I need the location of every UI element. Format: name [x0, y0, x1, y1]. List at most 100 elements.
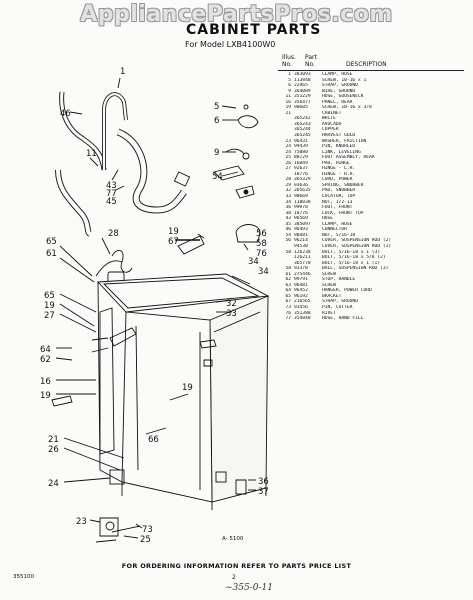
callout-19-center: 19: [182, 383, 193, 393]
callout-33: 33: [226, 309, 237, 319]
part-no: 90481: [294, 232, 308, 238]
part-description: CABINET: [322, 110, 342, 116]
callout-1: 1: [120, 67, 125, 77]
bracket-54: [213, 165, 245, 181]
callout-66: 66: [148, 435, 159, 445]
illus-no: 16: [285, 99, 291, 105]
part-no: 18776: [294, 210, 308, 216]
part-description: LOCATOR, TOP: [322, 194, 356, 200]
part-description: RIVET: [322, 310, 336, 316]
gooseneck-hose: [59, 91, 107, 171]
callout-58: 58: [256, 239, 267, 249]
callout-73: 73: [142, 525, 153, 535]
callout-19-lower: 19: [40, 391, 51, 401]
header-divider: [278, 70, 464, 71]
handwritten-note: ~355-0-11: [225, 583, 273, 593]
callout-25: 25: [140, 535, 151, 545]
part-description: HOSE, HAND FILL: [322, 316, 364, 322]
part-no: 365329: [294, 177, 311, 183]
cabinet-exploded-diagram: 1 46 11 43 77 45 5 6 9 54 34 19 67 56 58…: [40, 67, 270, 545]
illus-no: 58: [285, 249, 291, 255]
illus-no: 67: [285, 299, 291, 305]
callout-65-mid: 65: [44, 291, 55, 301]
part-no: 96192: [294, 293, 308, 299]
part-description: BOLT, 5/16-18 x 1 (3): [322, 249, 381, 255]
callout-34-right: 34: [258, 267, 269, 277]
part-no: 16849: [294, 160, 308, 166]
part-description: CLAMP, HOSE: [322, 221, 353, 227]
part-description: CORD, POWER: [322, 177, 353, 183]
part-description: STRAP, GROUND: [322, 299, 358, 305]
callout-24: 24: [48, 479, 59, 489]
part-description: COVER, SUSPENSION ROD (1): [322, 243, 392, 249]
part-no: 365242: [294, 116, 311, 122]
part-description: BOLT, 5/16-18 x 1 (1): [322, 260, 381, 266]
illus-no: 5: [288, 77, 291, 83]
suspension-cover: [235, 224, 261, 243]
callout-16: 16: [40, 377, 51, 387]
part-no: 99439: [294, 144, 308, 150]
part-no: 93636: [294, 182, 308, 188]
part-description: STRAP, GROUND: [322, 83, 358, 89]
illus-no: 27: [285, 166, 291, 172]
cabinet-right-side: [209, 295, 269, 503]
callout-67: 67: [168, 237, 179, 247]
ordering-info-footer: FOR ORDERING INFORMATION REFER TO PARTS …: [121, 562, 352, 570]
figure-id: A- 5100: [222, 536, 244, 542]
part-no: 351229: [294, 94, 311, 100]
part-no: 96569: [294, 216, 308, 222]
parts-list-row: 126211 BOLT, 5/16-18 x 5/8 (2): [282, 255, 468, 261]
illus-no: 33: [285, 194, 291, 200]
illus-no: 63: [285, 282, 291, 288]
callout-27: 27: [44, 311, 55, 321]
part-description: CONNECTOR: [322, 227, 347, 233]
rear-panel: [99, 307, 115, 455]
illus-no: 29: [285, 182, 291, 188]
part-description: PIN, KNURLED: [322, 144, 356, 150]
callout-11: 11: [86, 149, 97, 159]
callout-34-top: 34: [248, 257, 259, 267]
part-description: SCREW, 10-16 x 1: [322, 77, 367, 83]
illus-no: 28: [285, 177, 291, 183]
part-description: WASHER, FRICTION: [322, 138, 367, 144]
callout-64: 64: [40, 345, 51, 355]
part-no: 365245: [294, 133, 311, 139]
part-description: BOLT, 5/16-18 x 5/8 (2): [322, 255, 386, 261]
part-description: SPRING, SNUBBER: [322, 182, 364, 188]
part-no: 99791: [294, 277, 308, 283]
part-description: AVOCADO: [322, 121, 342, 127]
callout-19-top: 19: [168, 227, 179, 237]
part-no: 94530: [294, 243, 308, 249]
part-no: 22965: [294, 83, 308, 89]
document-id: 355100: [13, 574, 34, 580]
part-description: FOOT, FRONT: [322, 205, 353, 211]
illus-no: 65: [285, 293, 291, 299]
callout-6: 6: [214, 116, 219, 126]
callout-76: 76: [256, 249, 267, 259]
illus-no: 36: [285, 205, 291, 211]
part-description: NUT, 5/16-18: [322, 232, 356, 238]
callout-28: 28: [108, 229, 119, 239]
illus-no: 26: [285, 160, 291, 166]
part-description: NUT, 1/2-13: [322, 199, 353, 205]
header-description: DESCRIPTION: [346, 61, 387, 68]
part-no: 90605: [294, 105, 308, 111]
illus-no: 1: [288, 72, 291, 77]
part-no: 126211: [294, 255, 311, 261]
